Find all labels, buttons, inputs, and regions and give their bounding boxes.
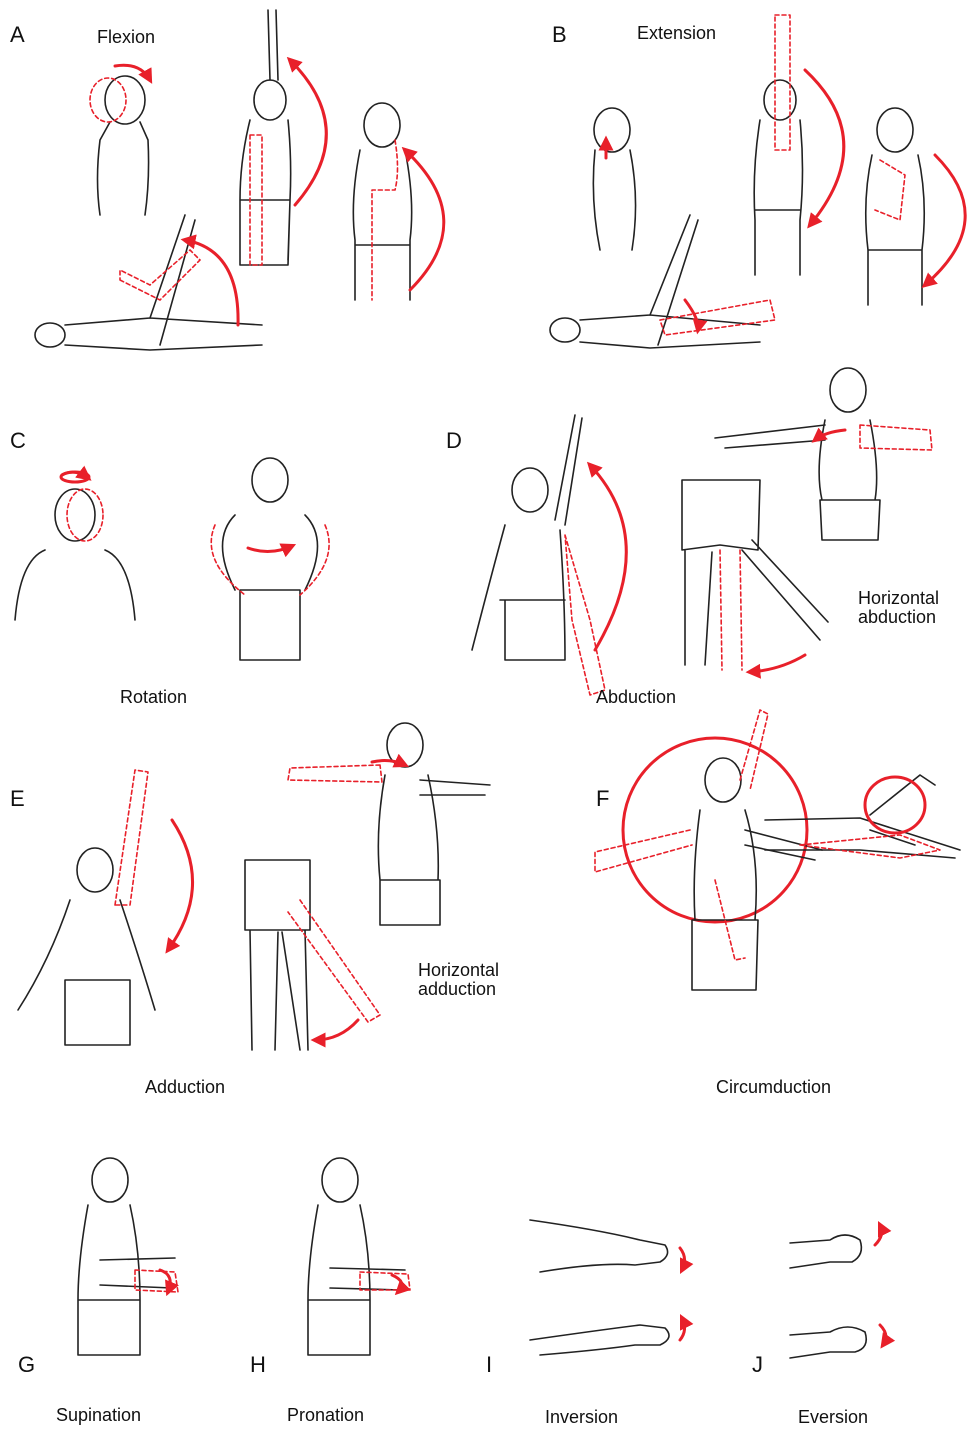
neck-rotation-figure — [15, 472, 135, 620]
caption-circumduction: Circumduction — [716, 1078, 831, 1097]
panel-label-a: A — [10, 22, 25, 48]
horizontal-abduction-figure — [715, 368, 932, 540]
panel-a-illustration — [35, 10, 444, 350]
caption-pronation: Pronation — [287, 1406, 364, 1425]
elbow-extension-figure — [866, 108, 965, 305]
hip-extension-figure — [550, 215, 775, 348]
shoulder-adduction-figure — [18, 770, 193, 1045]
caption-horizontal-adduction: Horizontal adduction — [418, 961, 528, 999]
neck-flexion-figure — [90, 65, 150, 215]
hip-circumduction-figure — [765, 775, 960, 858]
trunk-rotation-figure — [211, 458, 329, 660]
panel-i-illustration — [530, 1220, 685, 1355]
shoulder-extension-figure — [754, 15, 844, 275]
panel-h-illustration — [308, 1158, 410, 1355]
shoulder-flexion-figure — [240, 10, 326, 265]
panel-f-illustration — [595, 710, 960, 990]
panel-e-illustration — [18, 723, 490, 1050]
panel-d-illustration — [472, 368, 932, 695]
panel-b-illustration — [550, 15, 965, 348]
caption-flexion: Flexion — [97, 28, 155, 47]
hip-flexion-figure — [35, 215, 262, 350]
hip-adduction-figure — [245, 860, 380, 1050]
caption-horizontal-abduction: Horizontal abduction — [858, 589, 968, 627]
neck-extension-figure — [593, 108, 635, 250]
panel-label-e: E — [10, 786, 25, 812]
caption-inversion: Inversion — [545, 1408, 618, 1427]
panel-g-illustration — [78, 1158, 178, 1355]
panel-j-illustration — [790, 1225, 886, 1358]
elbow-flexion-figure — [353, 103, 443, 300]
panel-label-g: G — [18, 1352, 35, 1378]
panel-c-illustration — [15, 458, 329, 660]
panel-label-i: I — [486, 1352, 492, 1378]
shoulder-abduction-figure — [472, 415, 626, 695]
horizontal-adduction-figure — [288, 723, 490, 925]
caption-extension: Extension — [637, 24, 716, 43]
caption-abduction: Abduction — [596, 688, 676, 707]
panel-label-f: F — [596, 786, 609, 812]
panel-label-c: C — [10, 428, 26, 454]
panel-label-b: B — [552, 22, 567, 48]
hip-abduction-figure — [682, 480, 828, 672]
caption-rotation: Rotation — [120, 688, 187, 707]
panel-label-h: H — [250, 1352, 266, 1378]
caption-eversion: Eversion — [798, 1408, 868, 1427]
caption-adduction: Adduction — [145, 1078, 225, 1097]
panel-label-j: J — [752, 1352, 763, 1378]
caption-supination: Supination — [56, 1406, 141, 1425]
panel-label-d: D — [446, 428, 462, 454]
